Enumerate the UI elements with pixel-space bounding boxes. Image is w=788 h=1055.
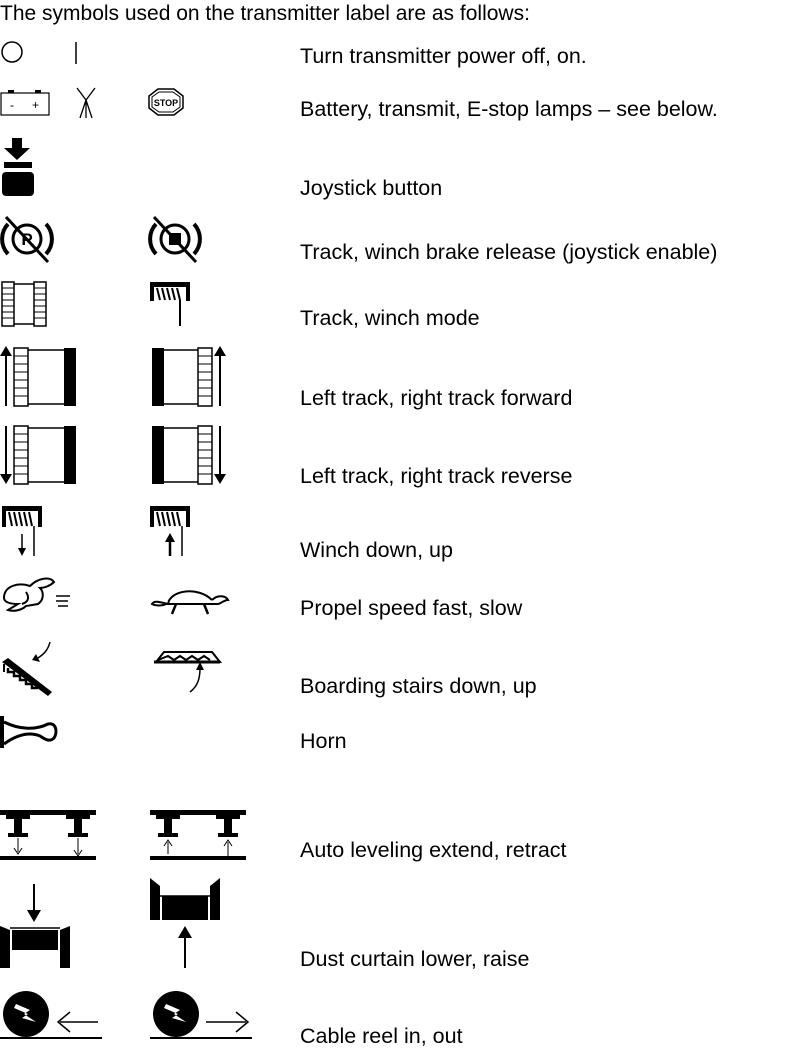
row-leveling-text: Auto leveling extend, retract: [300, 838, 567, 862]
row-forward-text: Left track, right track forward: [300, 386, 573, 410]
intro-text: The symbols used on the transmitter labe…: [0, 2, 530, 25]
antenna-icon: [76, 87, 96, 119]
cable-reel-out-icon: [150, 991, 252, 1039]
row-brake-text: Track, winch brake release (joystick ena…: [300, 240, 718, 264]
battery-minus-label: -: [10, 98, 14, 112]
battery-icon: - +: [0, 90, 50, 116]
power-off-icon: [1, 41, 23, 63]
winch-down-icon: [2, 506, 42, 556]
row-speed-text: Propel speed fast, slow: [300, 596, 523, 620]
row-lamps-text: Battery, transmit, E-stop lamps – see be…: [300, 97, 718, 121]
turtle-icon: [150, 590, 230, 615]
winch-mode-icon: [150, 282, 190, 326]
power-on-icon: [75, 42, 77, 64]
row-joystick-text: Joystick button: [300, 176, 443, 200]
stairs-up-icon: [153, 651, 223, 693]
horn-icon: [0, 716, 58, 748]
left-track-reverse-icon: [0, 425, 76, 485]
row-power-text: Turn transmitter power off, on.: [300, 44, 587, 68]
leveling-retract-icon: [150, 810, 246, 860]
dust-curtain-lower-icon: [0, 884, 70, 968]
stairs-down-icon: [2, 641, 52, 696]
row-mode-text: Track, winch mode: [300, 306, 480, 330]
row-curtain-text: Dust curtain lower, raise: [300, 947, 530, 971]
row-winch-text: Winch down, up: [300, 538, 453, 562]
right-track-reverse-icon: [152, 425, 226, 485]
left-track-forward-icon: [0, 346, 76, 407]
stop-sign-label: STOP: [154, 98, 178, 108]
cable-reel-in-icon: [0, 991, 102, 1039]
battery-plus-label: +: [32, 98, 39, 112]
row-reverse-text: Left track, right track reverse: [300, 464, 573, 488]
joystick-button-icon: [2, 138, 34, 196]
row-horn-text: Horn: [300, 729, 347, 753]
row-stairs-text: Boarding stairs down, up: [300, 674, 537, 698]
winch-brake-release-icon: [148, 215, 202, 264]
track-brake-release-icon: P: [0, 215, 54, 264]
rabbit-icon: [2, 577, 70, 612]
right-track-forward-icon: [152, 346, 226, 407]
track-mode-icon: [1, 281, 47, 327]
winch-up-icon: [150, 506, 190, 556]
leveling-extend-icon: [0, 810, 96, 860]
row-cable-text: Cable reel in, out: [300, 1024, 463, 1048]
dust-curtain-raise-icon: [150, 878, 220, 968]
stop-sign-icon: STOP: [148, 88, 184, 116]
